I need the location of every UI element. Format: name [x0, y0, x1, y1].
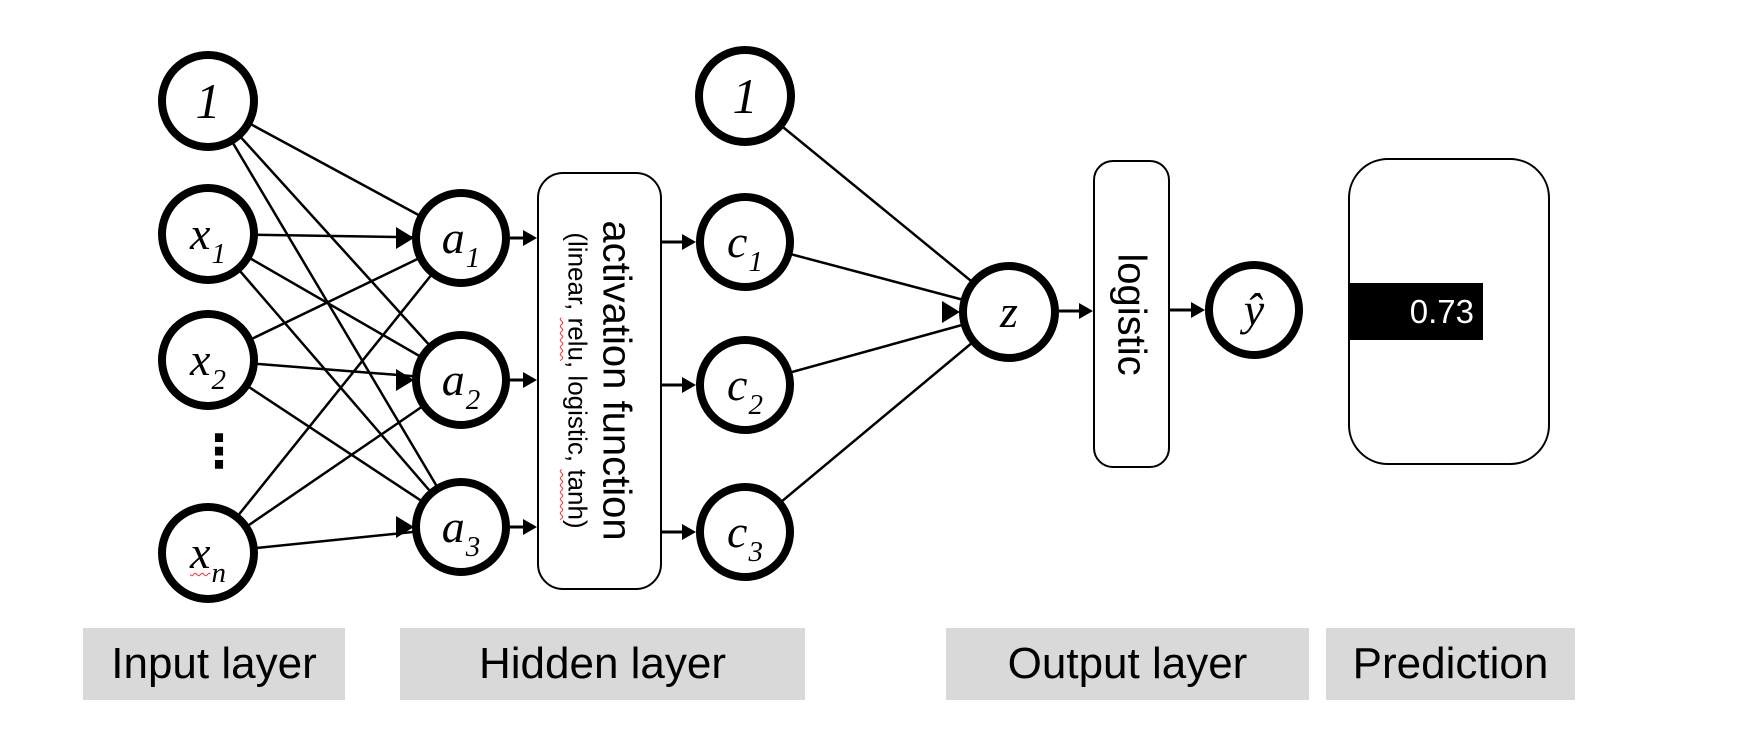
label-hidden-layer: Hidden layer	[400, 628, 805, 700]
prediction-value: 0.73	[1409, 292, 1474, 330]
node-x1-label: x1	[190, 208, 226, 270]
node-a2: a2	[412, 331, 510, 429]
node-c2-label: c2	[727, 359, 763, 421]
activation-function-subtitle: (linear, relu, logistic, tanh)	[562, 232, 593, 529]
node-z-label: z	[1000, 286, 1018, 337]
node-bias-hidden-label: 1	[732, 68, 758, 124]
node-c2: c2	[696, 336, 794, 434]
node-z: z	[959, 262, 1059, 362]
activation-function-text: activation function (linear, relu, logis…	[538, 172, 663, 590]
node-yhat: ŷ	[1205, 261, 1303, 359]
node-x2-label: x2	[190, 334, 226, 396]
node-xn: xn	[158, 503, 258, 603]
node-c1: c1	[696, 193, 794, 291]
label-prediction: Prediction	[1326, 628, 1575, 700]
node-a1-label: a1	[441, 212, 481, 274]
node-x1: x1	[158, 184, 258, 284]
label-input-layer: Input layer	[83, 628, 345, 700]
node-bias-input: 1	[158, 51, 258, 151]
node-yhat-label: ŷ	[1243, 284, 1265, 335]
node-a3: a3	[412, 478, 510, 576]
node-bias-hidden: 1	[695, 46, 795, 146]
node-a3-label: a3	[441, 501, 481, 563]
node-a1: a1	[412, 189, 510, 287]
logistic-box	[1093, 160, 1170, 468]
node-bias-input-label: 1	[195, 73, 221, 129]
node-c3: c3	[696, 483, 794, 581]
prediction-bar: 0.73	[1348, 283, 1483, 340]
node-c3-label: c3	[727, 506, 763, 568]
logistic-box-text: logistic	[1109, 253, 1154, 376]
node-xn-label: xn	[190, 527, 226, 589]
node-x2: x2	[158, 310, 258, 410]
label-output-layer: Output layer	[946, 628, 1309, 700]
node-a2-label: a2	[441, 354, 481, 416]
activation-function-box	[537, 172, 662, 590]
node-c1-label: c1	[727, 216, 763, 278]
input-ellipsis: ⋮	[196, 424, 242, 478]
activation-function-title: activation function	[594, 220, 639, 541]
